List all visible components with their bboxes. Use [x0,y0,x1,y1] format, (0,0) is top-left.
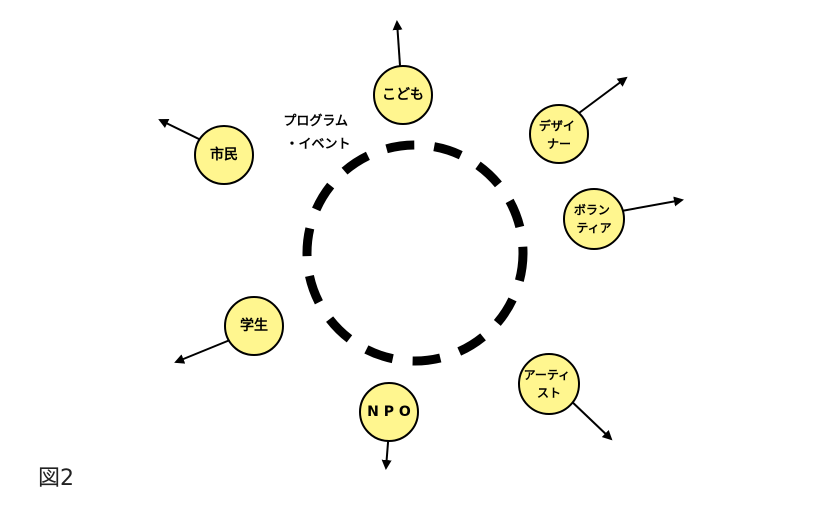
node-gakusei: 学生 [224,296,284,356]
node-volunteer-label-line-2: ティア [576,221,611,235]
center-dashed-ring [302,140,528,366]
node-artist-label-line-2: スト [537,386,561,400]
arrow-designer [574,76,628,117]
arrow-artist [567,397,613,441]
arrow-gakusei [174,339,231,364]
node-kodomo-circle [373,65,433,125]
center-label-line-1: プログラム [283,113,348,129]
node-volunteer-circle [563,188,625,250]
node-designer-circle [529,104,589,164]
node-artist: アーティ スト [518,353,580,415]
node-designer-label: デザイ ナー [539,118,579,151]
node-npo-circle [359,382,419,442]
node-gakusei-circle [224,296,284,356]
node-shimin-circle [194,125,254,185]
node-kodomo-label-line-1: こども [382,87,424,103]
node-npo: N P O [359,382,419,442]
node-kodomo: こども [373,65,433,125]
node-shimin: 市民 [194,125,254,185]
arrows [158,20,684,470]
figure-caption: 図2 [38,466,74,491]
center-label-line-2: ・イベント [285,137,350,152]
node-designer-label-line-1: デザイ [539,118,575,133]
node-gakusei-label-line-1: 学生 [240,317,268,334]
node-artist-circle [518,353,580,415]
node-gakusei-label: 学生 [240,317,268,334]
node-artist-label: アーティ スト [524,368,575,400]
node-designer-label-line-2: ナー [547,137,571,151]
node-npo-label-line-1: N P O [367,404,411,420]
arrow-shimin [158,119,204,142]
node-volunteer: ボラン ティア [563,188,625,250]
node-volunteer-label-line-1: ボラン [574,202,610,217]
center-label: プログラム ・イベント [283,113,352,152]
node-designer: デザイ ナー [529,104,589,164]
node-shimin-label: 市民 [210,146,238,163]
node-shimin-label-line-1: 市民 [210,146,238,163]
node-npo-label: N P O [367,404,411,420]
arrow-volunteer [615,196,684,213]
node-artist-label-line-1: アーティ [524,368,571,382]
node-kodomo-label: こども [382,87,424,103]
node-volunteer-label: ボラン ティア [574,202,614,235]
